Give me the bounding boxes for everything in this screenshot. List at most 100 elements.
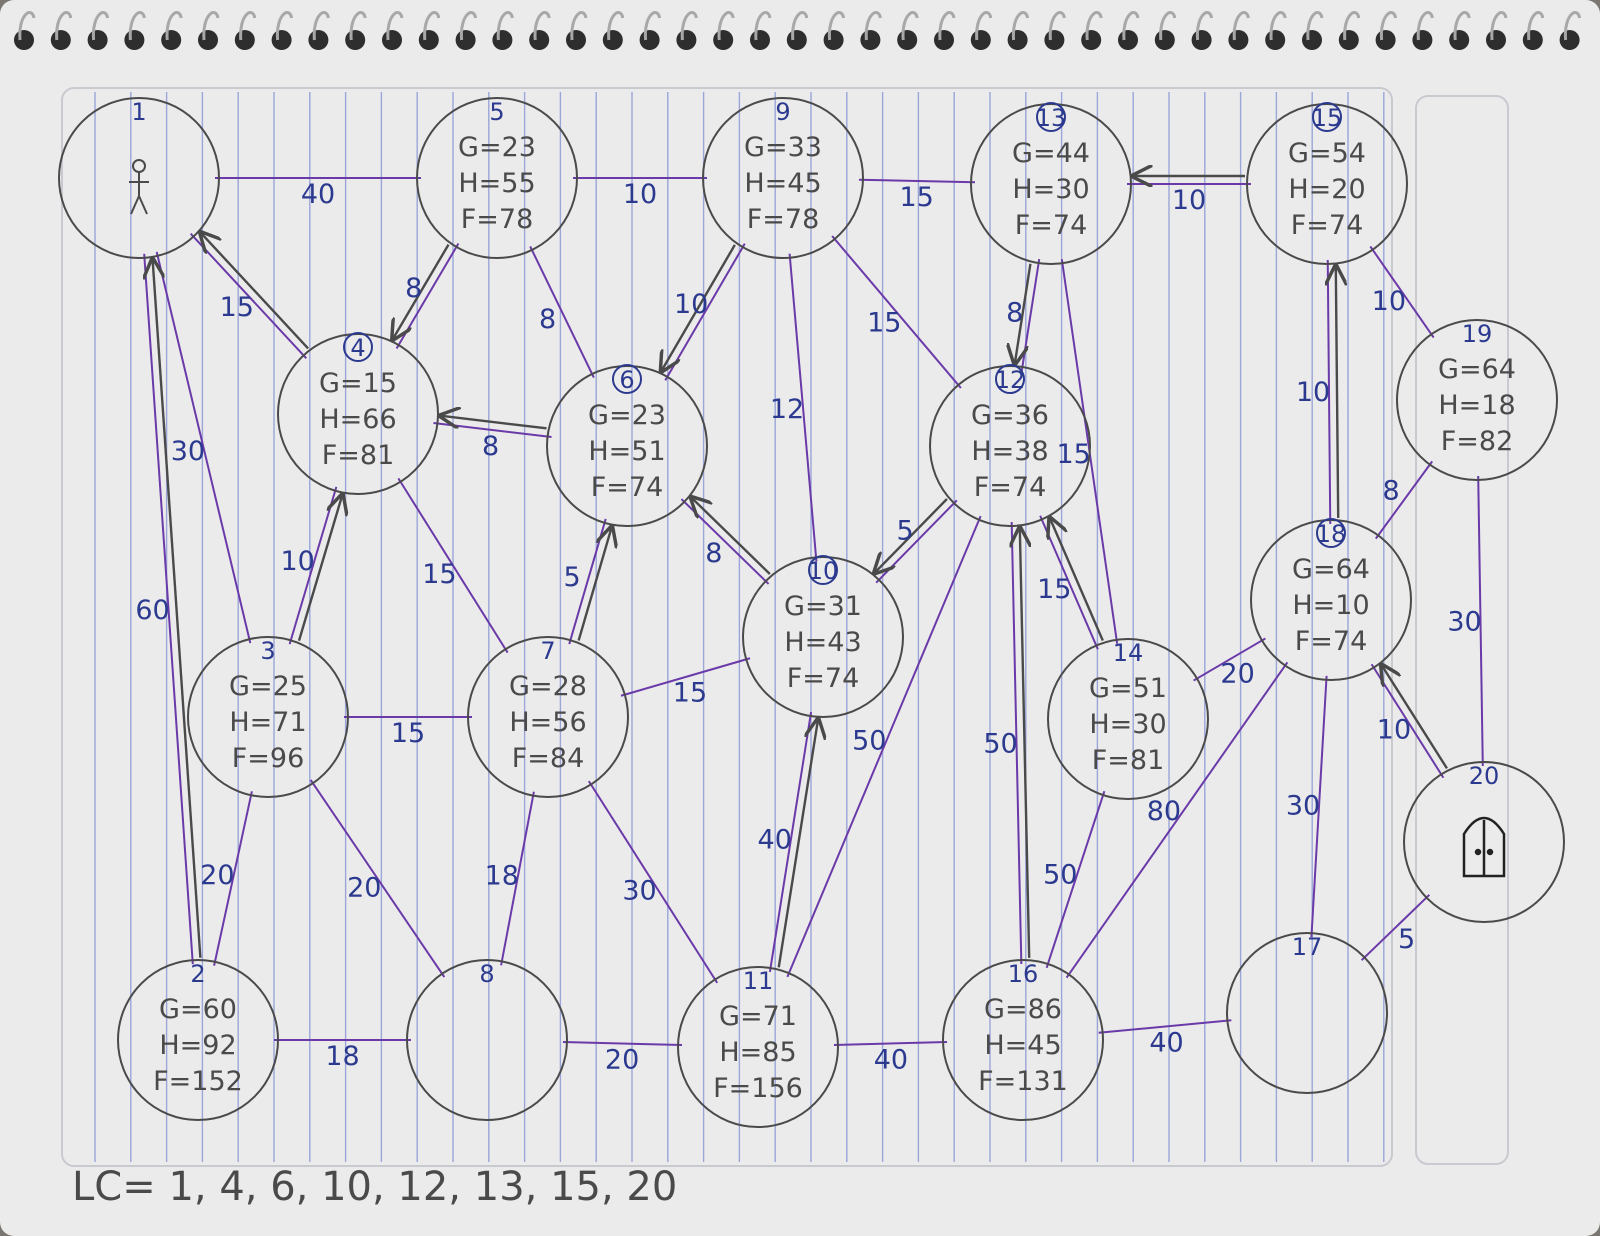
spiral-hole	[271, 30, 292, 50]
node-9: 9G=33H=45F=78	[702, 97, 864, 259]
edge-weight-10-11: 40	[758, 824, 792, 855]
edge-14-16	[1045, 790, 1106, 969]
node-7: 7G=28H=56F=84	[467, 636, 629, 798]
spiral-hole	[1081, 30, 1102, 50]
edge-weight-4-6: 8	[482, 431, 499, 462]
edge-10-11	[768, 711, 813, 973]
path-arrow-5-4	[393, 243, 450, 340]
spiral-wire	[1416, 11, 1434, 41]
spiral-wire	[680, 11, 698, 41]
spiral-wire	[1564, 11, 1582, 41]
edge-19-18	[1375, 460, 1433, 540]
spiral-hole	[50, 30, 71, 50]
node-f-value: F=74	[1295, 626, 1368, 657]
edge-weight-3-8: 20	[347, 872, 381, 903]
node-2: 2G=60H=92F=152	[117, 959, 279, 1121]
path-arrow-3-4	[297, 495, 342, 642]
node-label: 7	[540, 637, 555, 665]
node-11: 11G=71H=85F=156	[677, 966, 839, 1128]
node-label: 11	[743, 967, 774, 995]
node-h-value: H=66	[319, 404, 396, 435]
node-6: 6G=23H=51F=74	[546, 364, 708, 527]
spiral-hole	[1265, 30, 1286, 50]
edge-weight-1-3: 30	[171, 436, 205, 467]
path-arrow-13-12	[1015, 263, 1032, 364]
edge-weight-6-10: 8	[705, 538, 722, 569]
spiral-wire	[1159, 11, 1177, 41]
spiral-wire	[496, 11, 514, 41]
node-h-value: H=18	[1438, 390, 1515, 421]
node-3: 3G=25H=71F=96	[187, 636, 349, 798]
spiral-hole	[823, 30, 844, 50]
spiral-wire	[901, 11, 919, 41]
edge-16-17	[1098, 1019, 1232, 1034]
node-h-value: H=85	[719, 1037, 796, 1068]
spiral-wire	[533, 11, 551, 41]
spiral-wire	[423, 11, 441, 41]
edge-weight-2-8: 18	[325, 1041, 359, 1072]
node-h-value: H=30	[1012, 174, 1089, 205]
spiral-hole	[1412, 30, 1433, 50]
spiral-hole	[1118, 30, 1138, 50]
node-h-value: H=45	[984, 1030, 1061, 1061]
spiral-hole	[455, 30, 476, 50]
spiral-wire	[202, 11, 220, 41]
node-h-value: H=38	[971, 436, 1048, 467]
node-16: 16G=86H=45F=131	[942, 959, 1104, 1121]
spiral-wire	[864, 11, 882, 41]
node-label: 19	[1462, 320, 1493, 348]
node-label: 4	[350, 334, 365, 362]
spiral-hole	[1007, 30, 1028, 50]
graph-nodes: 12G=60H=92F=1523G=25H=71F=964G=15H=66F=8…	[58, 97, 1565, 1128]
path-arrow-10-6	[691, 497, 771, 575]
spiral-wire	[644, 11, 662, 41]
node-f-value: F=96	[232, 743, 305, 774]
node-circle	[416, 97, 578, 259]
spiral-hole	[529, 30, 550, 50]
edge-weight-1-5: 40	[301, 179, 335, 210]
ruled-lines	[94, 92, 1385, 1162]
spiral-hole	[345, 30, 366, 50]
node-f-value: F=156	[713, 1073, 803, 1104]
edge-weight-17-20: 5	[1398, 924, 1415, 955]
spiral-hole	[1044, 30, 1065, 50]
edge-19-20	[1477, 475, 1484, 767]
spiral-hole	[639, 30, 660, 50]
node-g-value: G=60	[159, 994, 237, 1025]
spiral-wire	[165, 11, 183, 41]
path-arrows	[153, 176, 1448, 968]
edge-weight-14-16: 50	[1043, 860, 1077, 891]
spiral-wire	[312, 11, 330, 41]
node-g-value: G=36	[971, 400, 1049, 431]
closed-list: LC= 1, 4, 6, 10, 12, 13, 15, 20	[72, 1164, 677, 1210]
spiral-hole	[1486, 30, 1506, 50]
spiral-wire	[754, 11, 772, 41]
node-17: 17	[1226, 932, 1388, 1094]
path-arrow-6-4	[440, 416, 547, 430]
edge-12-16	[1010, 521, 1023, 965]
node-h-value: H=45	[744, 168, 821, 199]
edge-weight-3-2: 20	[200, 860, 234, 891]
edge-12-11	[786, 515, 982, 978]
spiral-hole	[198, 30, 218, 50]
spiral-wire	[570, 11, 588, 41]
node-label: 1	[131, 98, 146, 126]
node-g-value: G=31	[784, 591, 862, 622]
node-5: 5G=23H=55F=78	[416, 97, 578, 259]
spiral-hole	[124, 30, 145, 50]
node-circle	[58, 97, 220, 259]
edge-9-12	[831, 235, 962, 389]
spiral-wire	[607, 11, 625, 41]
edge-weight-18-17: 30	[1286, 791, 1320, 822]
node-h-value: H=51	[588, 436, 665, 467]
node-label: 20	[1469, 762, 1500, 790]
node-circle	[406, 959, 568, 1121]
node-f-value: F=131	[978, 1066, 1068, 1097]
spiral-wire	[791, 11, 809, 41]
edge-weight-4-7: 15	[422, 559, 456, 590]
node-g-value: G=44	[1012, 138, 1090, 169]
edge-11-16	[833, 1041, 948, 1046]
node-8: 8	[406, 959, 568, 1121]
node-f-value: F=74	[974, 472, 1047, 503]
edge-weight-16-17: 40	[1149, 1027, 1183, 1058]
